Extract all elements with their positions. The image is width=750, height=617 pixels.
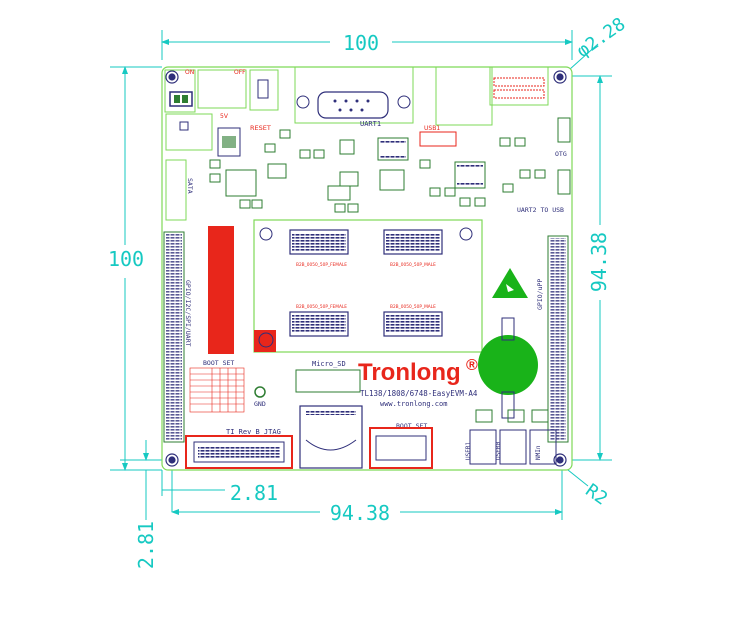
label-url: www.tronlong.com bbox=[380, 400, 447, 408]
label-5v: 5V bbox=[220, 113, 229, 120]
label-b2b-3: B2B_0050_50P_FEMALE bbox=[296, 304, 347, 310]
label-off: OFF bbox=[234, 69, 246, 76]
user-buttons bbox=[469, 409, 557, 465]
mounting-holes bbox=[165, 70, 567, 467]
gpio-left-header bbox=[163, 231, 185, 443]
copper-area bbox=[208, 226, 234, 354]
label-uart2: UART2 TO USB bbox=[517, 206, 564, 214]
label-user1: USER1 bbox=[465, 442, 472, 460]
gnd-test-point bbox=[254, 386, 266, 398]
dim-height-left: 100 bbox=[108, 247, 144, 271]
sata-connector bbox=[165, 159, 187, 221]
label-boot-set-switch: BOOT SET bbox=[396, 422, 427, 430]
brand-logo-text: Tronlong bbox=[358, 359, 461, 386]
label-uart1: UART1 bbox=[360, 120, 381, 128]
label-jtag: TI Rev B JTAG bbox=[226, 428, 281, 436]
label-gnd: GND bbox=[254, 400, 266, 408]
label-otg: OTG bbox=[555, 150, 567, 158]
coin-battery bbox=[478, 317, 538, 419]
dimension-lines bbox=[110, 30, 612, 520]
label-boot-set: BOOT SET bbox=[203, 359, 234, 367]
dim-offset-x: 2.81 bbox=[230, 481, 278, 505]
label-b2b-4: B2B_0050_50P_MALE bbox=[390, 304, 436, 310]
label-gpio-left: GPIO/I2C/SPI/UART bbox=[184, 280, 192, 347]
boot-dip-switch bbox=[369, 427, 433, 469]
dim-hole-diameter: φ2.28 bbox=[573, 14, 629, 62]
uart2-connector bbox=[557, 169, 571, 195]
gpio-right-header bbox=[547, 235, 569, 443]
usb-ethernet-block bbox=[419, 66, 549, 147]
label-reset: RESET bbox=[250, 124, 271, 132]
otg-connector bbox=[557, 117, 571, 143]
power-section bbox=[164, 69, 279, 157]
label-model: TL138/1808/6748-EasyEVM-A4 bbox=[360, 389, 478, 398]
label-b2b-2: B2B_0050_50P_MALE bbox=[390, 262, 436, 268]
label-b2b-1: B2B_0050_50P_FEMALE bbox=[296, 262, 347, 268]
core-module bbox=[253, 219, 483, 353]
dim-width-bottom: 94.38 bbox=[330, 501, 390, 525]
ic-pins bbox=[380, 140, 483, 185]
dim-height-right: 94.38 bbox=[587, 232, 611, 292]
jtag-connector bbox=[185, 435, 293, 469]
label-on: ON bbox=[185, 69, 194, 76]
small-components bbox=[209, 129, 546, 213]
uart1-connector bbox=[294, 66, 414, 124]
esd-warning-icon bbox=[492, 268, 528, 298]
brand-registered-mark: ® bbox=[466, 357, 478, 374]
micro-sd-slot bbox=[295, 369, 363, 469]
label-micro-sd: Micro_SD bbox=[312, 360, 346, 368]
label-user0: USER0 bbox=[495, 442, 502, 460]
label-usb1: USB1 bbox=[424, 125, 440, 132]
label-sata: SATA bbox=[186, 178, 194, 194]
label-nmi: NMIn bbox=[535, 445, 542, 460]
label-gpio-right: GPIO/uPP bbox=[536, 279, 544, 310]
boot-set-table bbox=[189, 367, 245, 413]
dim-offset-y: 2.81 bbox=[134, 521, 158, 569]
dim-width-top: 100 bbox=[343, 31, 379, 55]
